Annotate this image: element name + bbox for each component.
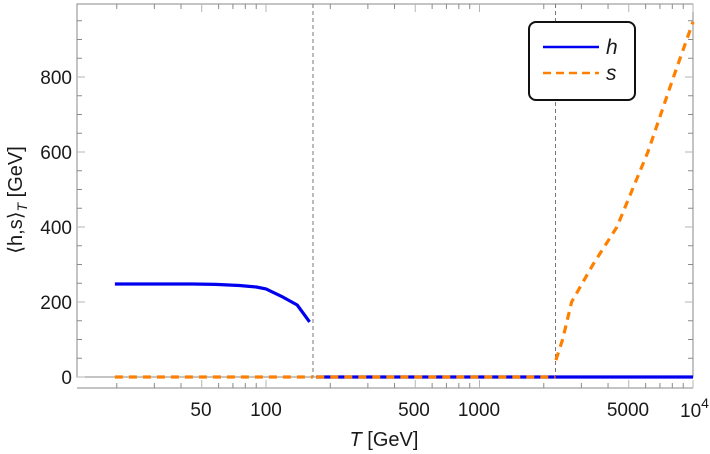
y-axis-ticks (77, 20, 693, 378)
x-axis-label: T [GeV] (350, 429, 419, 451)
y-tick-label: 200 (40, 293, 72, 314)
x-tick-labels: 50 100 500 1000 5000 104 (190, 395, 709, 422)
series-h-line (114, 282, 311, 323)
x-tick-label: 50 (190, 400, 211, 421)
x-tick-label: 500 (398, 400, 430, 421)
x-axis-ticks (116, 4, 694, 388)
legend-box (528, 21, 636, 101)
series-s-line (554, 21, 695, 361)
vertical-reference-lines (312, 4, 557, 377)
y-axis-label: ⟨h,s⟩T [GeV] (5, 146, 30, 254)
x-tick-label-last: 104 (680, 395, 709, 422)
x-tick-label: 100 (250, 400, 282, 421)
y-tick-label: 400 (40, 218, 72, 239)
x-tick-label: 5000 (607, 400, 649, 421)
legend: h s (528, 21, 636, 101)
y-tick-label: 800 (40, 68, 72, 89)
y-tick-labels: 0 200 400 600 800 (40, 68, 72, 389)
legend-h-label: h (606, 36, 618, 59)
data-series (114, 21, 695, 379)
legend-s-label: s (606, 62, 617, 85)
x-tick-label: 1000 (458, 400, 500, 421)
y-tick-label: 0 (61, 368, 72, 389)
y-tick-label: 600 (40, 143, 72, 164)
